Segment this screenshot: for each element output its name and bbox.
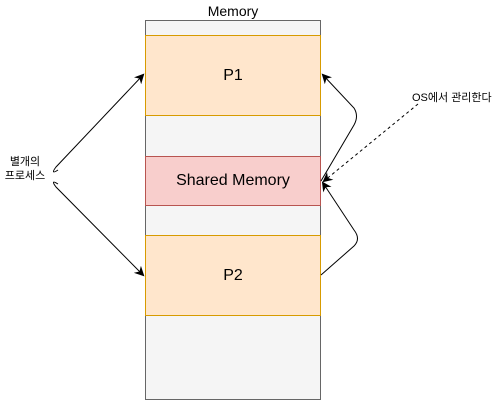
separate-processes-label: 별개의 프로세스 [0, 155, 50, 183]
arrow-to-p2 [52, 181, 145, 277]
process-p2-block: P2 [145, 235, 321, 316]
arrow-shared-to-p1 [320, 73, 357, 182]
shared-memory-block: Shared Memory [145, 156, 321, 206]
arrow-p2-to-shared [320, 181, 358, 276]
separate-processes-line1: 별개의 [9, 156, 41, 168]
shared-memory-label: Shared Memory [176, 172, 290, 189]
os-managed-dashed-arrow [322, 103, 419, 183]
memory-title: Memory [207, 3, 259, 19]
os-managed-label: OS에서 관리한다 [412, 92, 492, 104]
separate-processes-line2: 프로세스 [4, 170, 46, 182]
p1-label: P1 [223, 66, 243, 84]
arrow-to-p1 [52, 73, 145, 173]
process-p1-block: P1 [145, 35, 321, 116]
p2-label: P2 [223, 266, 243, 284]
